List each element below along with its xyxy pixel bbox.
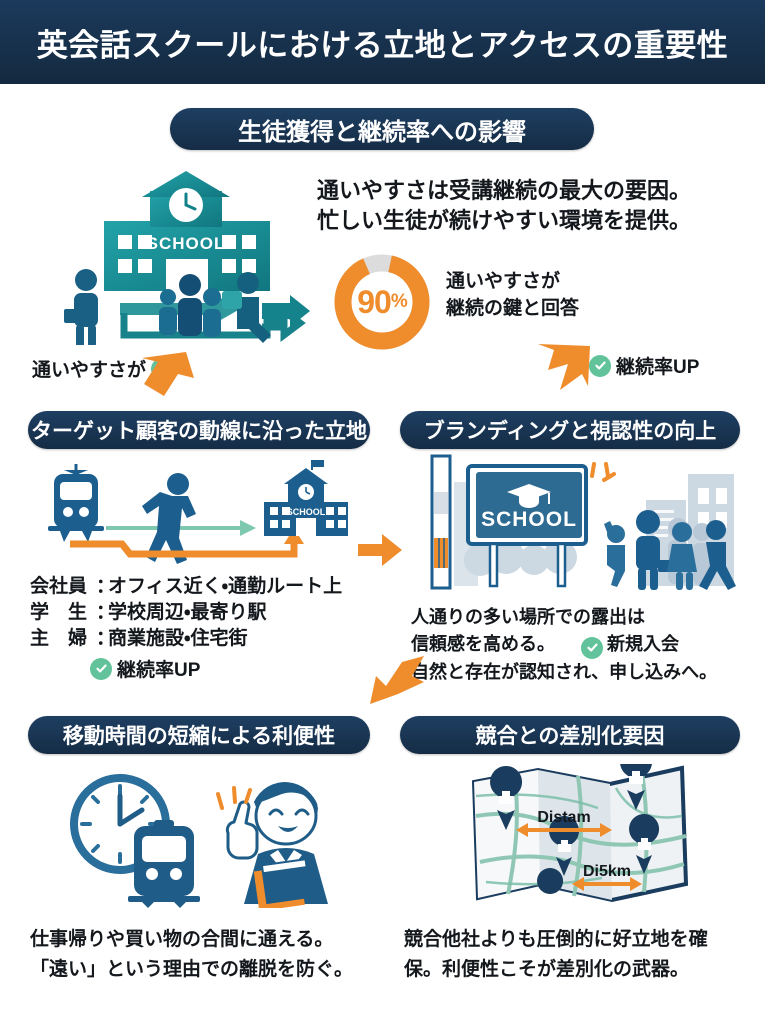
segment-sep-2: ： xyxy=(96,602,116,623)
donut-value-unit: % xyxy=(390,291,408,312)
segment-key-3: 主 婦 xyxy=(30,628,88,649)
segment-sep-3: ： xyxy=(96,628,116,649)
badge-retention-up-segment: 継続率UP xyxy=(90,655,200,682)
branding-line-2: 信頼感を高める。 新規入会 xyxy=(411,631,717,659)
segment-value-2: 学校周辺・最寄り駅 xyxy=(108,602,267,623)
donut-caption-line-2: 継続の鍵と回答 xyxy=(446,298,580,319)
badge-retention-up-top-label: 継続率UP xyxy=(616,357,700,378)
check-icon xyxy=(581,636,603,659)
arrow-down-left-orange xyxy=(128,348,198,409)
lead-line-2: 忙しい生徒が続けやすい環境を提供。 xyxy=(317,208,692,233)
travel-time-line-1: 仕事帰りや買い物の合間に通える。 xyxy=(30,929,334,950)
badge-accessibility-label: 通いやすさが xyxy=(32,360,147,381)
clock-train-student-illustration xyxy=(58,762,362,912)
segment-row-1: 会社員 ： オフィス近く・通勤ルート上 xyxy=(30,574,342,600)
segment-sep-1: ： xyxy=(96,576,116,597)
check-icon xyxy=(589,354,611,377)
segment-key-1: 会社員 xyxy=(30,576,88,597)
check-icon xyxy=(90,657,112,680)
commute-route-illustration: SCHOOL xyxy=(26,458,378,576)
travel-time-line-2: 「遠い」という理由での離脱を防ぐ。 xyxy=(30,959,354,980)
badge-retention-up-segment-label: 継続率UP xyxy=(117,660,201,681)
badge-new-enrollment-label: 新規入会 xyxy=(607,634,679,654)
donut-chart-90-percent: 90% xyxy=(330,250,434,354)
arrow-right-orange xyxy=(356,530,404,575)
section-header-branding: ブランディングと視認性の向上 xyxy=(400,411,740,449)
lead-paragraph: 通いやすさは受講継続の最大の要因。 忙しい生徒が続けやすい環境を提供。 xyxy=(317,176,691,236)
segment-value-3: 商業施設・住宅街 xyxy=(108,628,248,649)
target-segment-list: 会社員 ： オフィス近く・通勤ルート上 学 生 ： 学校周辺・最寄り駅 主 婦 … xyxy=(30,574,342,652)
lead-line-1: 通いやすさは受講継続の最大の要因。 xyxy=(317,178,692,203)
arrow-down-left-orange-2 xyxy=(358,648,432,715)
competitor-map-illustration: Distam Di5km xyxy=(466,746,694,904)
svg-text:SCHOOL: SCHOOL xyxy=(287,507,326,517)
arrow-down-right-orange xyxy=(530,340,596,403)
section-header-target-location: ターゲット顧客の動線に沿った立地 xyxy=(28,411,370,449)
donut-value-number: 90 xyxy=(357,283,392,320)
school-crowd-illustration: SCHOOL xyxy=(62,163,324,347)
differentiation-line-1: 競合他社よりも圧倒的に好立地を確 xyxy=(404,929,708,950)
branding-line-3: 自然と存在が認知され、申し込みへ。 xyxy=(411,661,718,682)
segment-row-3: 主 婦 ： 商業施設・住宅街 xyxy=(30,626,342,652)
segment-row-2: 学 生 ： 学校周辺・最寄り駅 xyxy=(30,600,342,626)
travel-time-paragraph: 仕事帰りや買い物の合間に通える。 「遠い」という理由での離脱を防ぐ。 xyxy=(30,925,353,985)
donut-value: 90% xyxy=(330,250,434,354)
branding-line-1: 人通りの多い場所での露出は xyxy=(411,607,645,627)
svg-text:SCHOOL: SCHOOL xyxy=(481,508,577,531)
donut-caption: 通いやすさが 継続の鍵と回答 xyxy=(446,268,579,322)
differentiation-line-2: 保。利便性こそが差別化の武器。 xyxy=(404,959,690,980)
badge-new-enrollment xyxy=(581,636,603,659)
donut-caption-line-1: 通いやすさが xyxy=(446,271,561,292)
section-header-differentiation: 競合との差別化要因 xyxy=(400,716,740,754)
segment-value-1: オフィス近く・通勤ルート上 xyxy=(108,576,343,597)
page-title: 英会話スクールにおける立地とアクセスの重要性 xyxy=(36,27,729,63)
header-banner: 英会話スクールにおける立地とアクセスの重要性 xyxy=(0,0,765,84)
segment-key-2: 学 生 xyxy=(30,602,88,623)
differentiation-paragraph: 競合他社よりも圧倒的に好立地を確 保。利便性こそが差別化の武器。 xyxy=(404,925,708,985)
map-label-distance-1: Distam xyxy=(537,809,590,826)
map-label-distance-2: Di5km xyxy=(583,863,631,880)
branding-paragraph: 人通りの多い場所での露出は 信頼感を高める。 新規入会 自然と存在が認知され、申し… xyxy=(411,604,717,686)
badge-retention-up-top: 継続率UP xyxy=(589,352,699,379)
svg-text:SCHOOL: SCHOOL xyxy=(147,234,226,253)
billboard-visibility-illustration: SCHOOL xyxy=(410,452,750,594)
section-header-main: 生徒獲得と継続率への影響 xyxy=(170,108,594,150)
section-header-travel-time: 移動時間の短縮による利便性 xyxy=(28,716,370,754)
branding-line-2-text: 信頼感を高める。 xyxy=(411,634,555,654)
